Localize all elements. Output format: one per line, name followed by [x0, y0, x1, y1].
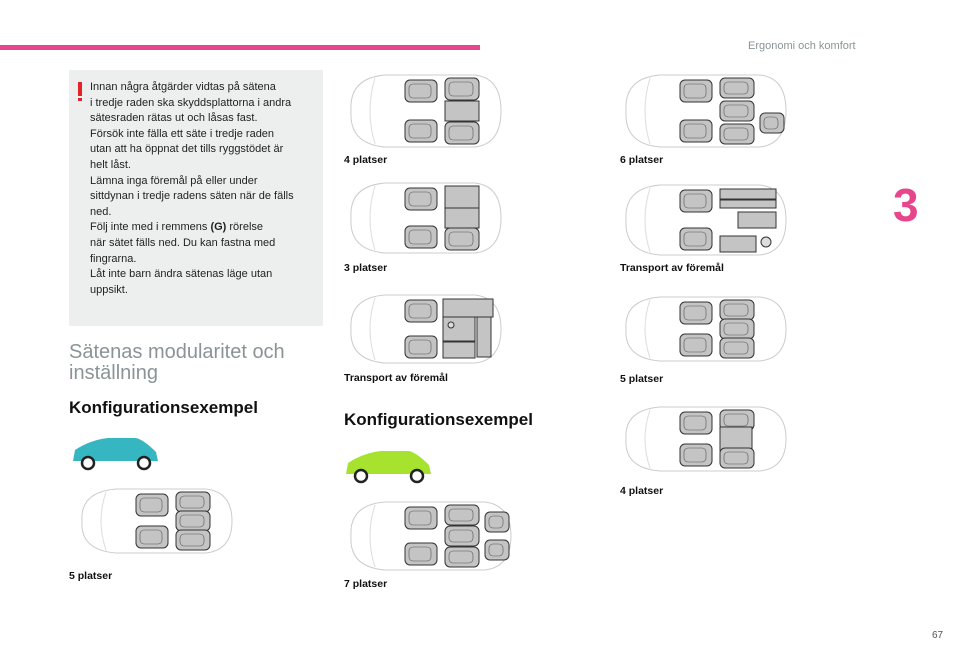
warning-line: sätesraden rätas ut och låsas fast.: [90, 112, 258, 125]
seat: [719, 318, 755, 340]
cargo-area: [444, 207, 480, 229]
cargo-area: [442, 298, 494, 318]
cargo-area: [719, 426, 753, 452]
seat: [719, 77, 755, 99]
seat: [444, 121, 480, 145]
seat: [759, 112, 785, 134]
seat: [719, 123, 755, 145]
seat-diagram-5-seats: [625, 296, 787, 362]
warning-line: Försök inte fälla ett säte i tredje rade…: [90, 127, 275, 140]
warning-line: i tredje raden ska skyddsplattorna i and…: [90, 96, 292, 109]
seat: [135, 493, 169, 517]
seat: [404, 506, 438, 530]
seat: [404, 299, 438, 323]
page-number: 67: [932, 630, 944, 641]
middle-heading: Konfigurationsexempel: [344, 410, 533, 429]
config-label: 5 platser: [620, 373, 664, 385]
seat: [404, 335, 438, 359]
text: Följ inte med i remmens: [90, 221, 211, 234]
warning-line: ned.: [90, 205, 112, 218]
warning-line: sittdynan i tredje radens säten när de f…: [90, 190, 294, 203]
seat-diagram-6-seats: [625, 74, 787, 148]
seat: [175, 510, 211, 532]
warning-line: utan att ha öppnat det tills ryggstödet …: [90, 143, 284, 156]
warning-line: Lämna inga föremål på eller under: [90, 174, 258, 187]
seat: [444, 525, 480, 547]
warning-line: Innan några åtgärder vidtas på sätena: [90, 81, 276, 93]
car-side-icon-blue: [73, 438, 158, 471]
seat-diagram-cargo: [350, 294, 502, 364]
left-heading: Konfigurationsexempel: [69, 398, 258, 417]
seat-diagram-3-seats: [350, 182, 502, 254]
seat-diagram-5-seats: [81, 488, 233, 554]
seat: [404, 187, 438, 211]
warning-line: Låt inte barn ändra sätenas läge utan: [90, 268, 273, 281]
seat: [404, 542, 438, 566]
seat: [484, 511, 510, 533]
seat: [175, 529, 211, 551]
cargo-area: [442, 316, 476, 342]
seat: [679, 189, 713, 213]
config-label: 5 platser: [69, 570, 113, 582]
config-label: Transport av föremål: [344, 372, 448, 384]
seat: [404, 225, 438, 249]
seat: [444, 504, 480, 526]
cargo-area: [737, 211, 777, 229]
config-label: 6 platser: [620, 154, 664, 166]
strap-reference: (G): [210, 221, 227, 234]
seat: [679, 333, 713, 357]
seat: [719, 100, 755, 122]
seat-diagram-7-seats: [350, 501, 512, 571]
seat: [719, 337, 755, 359]
accent-bar: [0, 45, 480, 50]
warning-line: fingrarna.: [90, 252, 137, 265]
seat-diagram-4-seats: [625, 406, 787, 472]
seat-diagram-4-seats: [350, 74, 502, 148]
seat: [404, 119, 438, 143]
warning-line: uppsikt.: [90, 283, 128, 296]
warning-line: helt låst.: [90, 158, 131, 171]
config-label: 4 platser: [344, 154, 388, 166]
cargo-area: [444, 185, 480, 209]
seat-diagram-cargo: [625, 184, 787, 256]
title-line: Sätenas modularitet och: [69, 341, 285, 363]
warning-line: Följ inte med i remmens (G) rörelse: [90, 220, 320, 236]
seat: [679, 411, 713, 435]
seat: [679, 443, 713, 467]
warning-box: [69, 70, 323, 326]
seat: [679, 227, 713, 251]
config-label: Transport av föremål: [620, 262, 724, 274]
cargo-area: [476, 316, 492, 358]
config-label: 4 platser: [620, 485, 664, 497]
cargo-area: [719, 188, 777, 200]
config-label: 3 platser: [344, 262, 388, 274]
cargo-area: [719, 199, 777, 209]
seat: [679, 79, 713, 103]
car-side-icon-green: [346, 451, 431, 484]
section-header: Ergonomi och komfort: [748, 40, 856, 52]
seat: [679, 119, 713, 143]
warning-text: Innan några åtgärder vidtas på sätena i …: [90, 80, 320, 298]
seat: [444, 227, 480, 251]
seat: [175, 491, 211, 513]
seat: [135, 525, 169, 549]
exclamation-icon: [78, 82, 82, 101]
seat: [484, 539, 510, 561]
seat: [404, 79, 438, 103]
seat: [679, 301, 713, 325]
cargo-area: [442, 341, 476, 359]
seat: [444, 77, 480, 101]
warning-line: när sätet fälls ned. Du kan fastna med: [90, 236, 276, 249]
seat: [719, 299, 755, 321]
config-label: 7 platser: [344, 578, 388, 590]
cargo-area: [719, 235, 757, 253]
title-line: inställning: [69, 362, 158, 384]
cargo-area: [444, 100, 480, 122]
seat: [719, 447, 755, 469]
seat: [444, 546, 480, 568]
chapter-number: 3: [893, 179, 919, 231]
text: rörelse: [226, 221, 264, 234]
